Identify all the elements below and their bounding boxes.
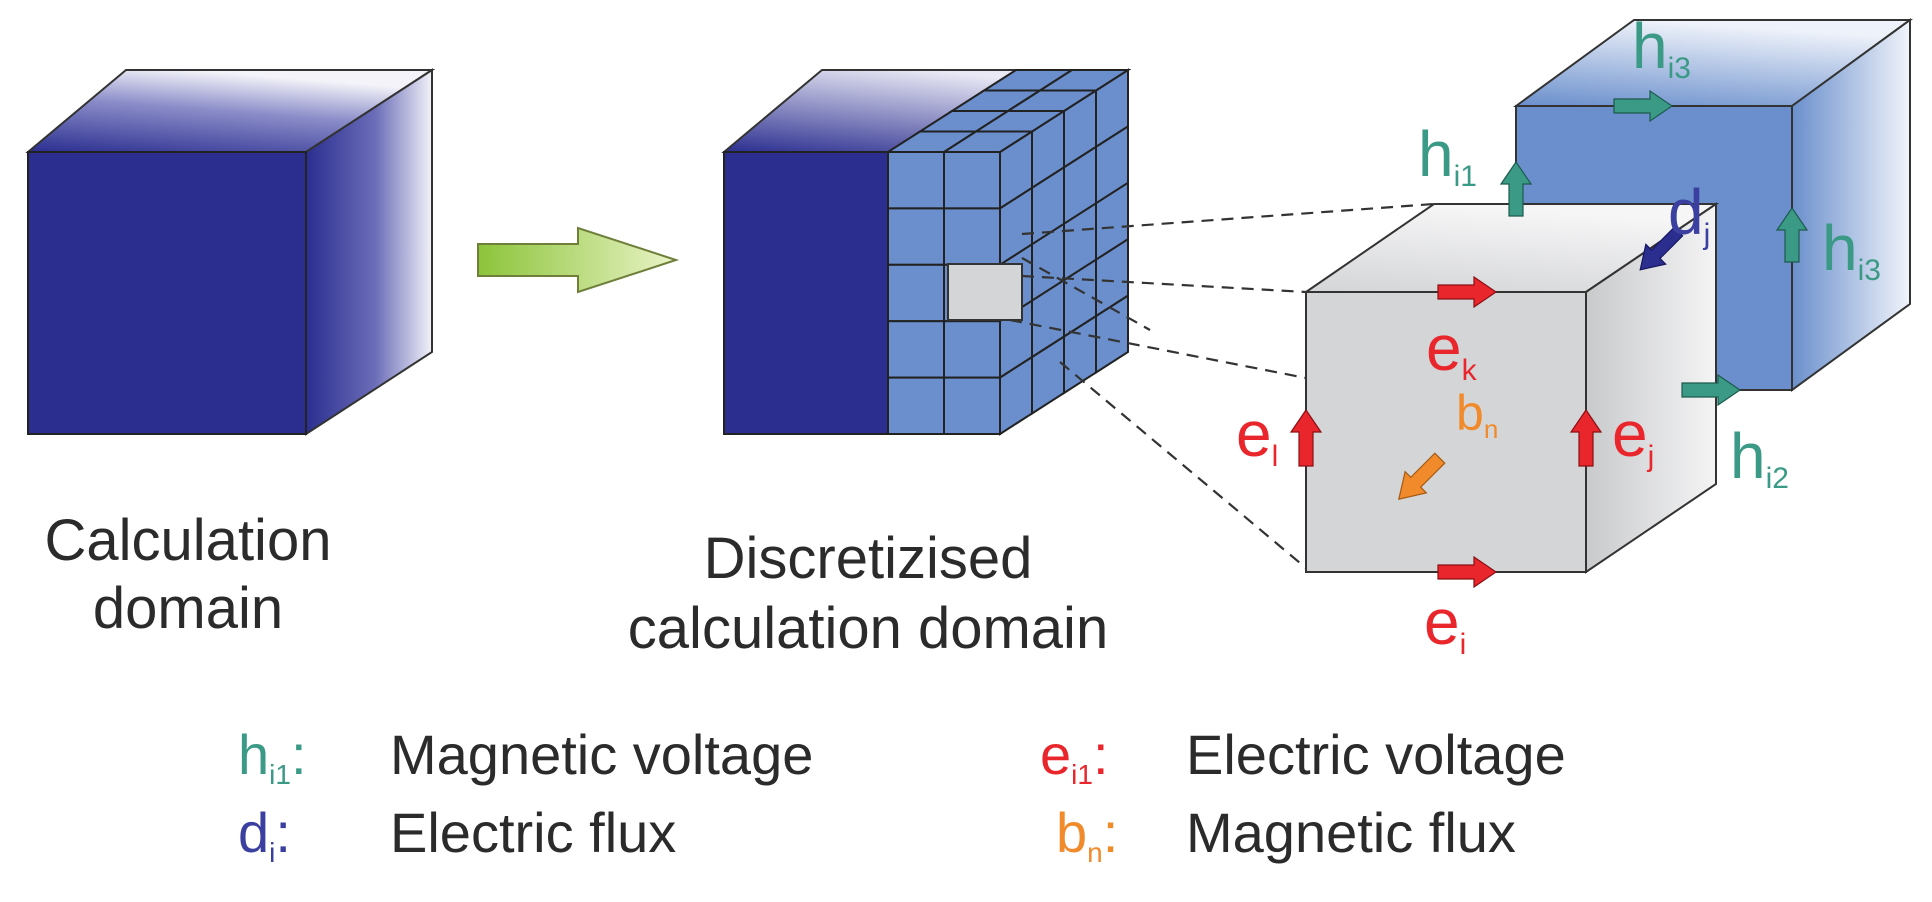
grid-cell bbox=[887, 151, 945, 210]
label-e: e bbox=[1426, 312, 1462, 384]
caption-calc-line2: domain bbox=[93, 576, 283, 641]
label-h: h bbox=[1418, 118, 1454, 190]
svg-text:bn:: bn: bbox=[1056, 801, 1118, 868]
legend-item-magnetic-flux: bn: Magnetic flux bbox=[1056, 801, 1516, 868]
label-sub-j: j bbox=[1647, 440, 1655, 473]
svg-text:ek: ek bbox=[1426, 312, 1478, 387]
svg-text:dj: dj bbox=[1668, 176, 1710, 251]
magnetic-flux-arrow bbox=[1397, 452, 1446, 501]
label-h: h bbox=[1730, 420, 1766, 492]
grid-cell bbox=[887, 207, 945, 266]
cube1-front-face bbox=[27, 151, 307, 435]
legend-colon: : bbox=[275, 801, 291, 864]
caption-disc-line2: calculation domain bbox=[628, 596, 1108, 661]
calculation-domain-cube bbox=[25, 68, 436, 436]
discretized-domain-cube bbox=[721, 68, 1132, 436]
svg-text:hi1:: hi1: bbox=[238, 723, 307, 790]
legend-colon: : bbox=[291, 723, 307, 786]
legend-sub-i: i bbox=[269, 837, 275, 868]
grid-cell bbox=[887, 263, 945, 323]
cell-symbol-labels: hi3 hi1 hi3 hi2 dj ek el ej ei bn bbox=[1236, 10, 1881, 661]
discretization-grid bbox=[884, 68, 1132, 436]
zoom-connectors bbox=[1009, 202, 1435, 569]
label-sub-j: j bbox=[1703, 218, 1711, 251]
grid-cell bbox=[887, 376, 945, 436]
grid-cell bbox=[943, 376, 1001, 436]
arrow-hi3-side bbox=[1775, 206, 1809, 263]
legend-symbol-d: d bbox=[238, 801, 269, 864]
legend: hi1: Magnetic voltage ei1: Electric volt… bbox=[238, 723, 1566, 868]
grid-cell bbox=[943, 207, 1001, 266]
label-e: e bbox=[1424, 586, 1460, 658]
legend-text-magnetic-voltage: Magnetic voltage bbox=[390, 723, 813, 786]
label-sub-k: k bbox=[1462, 354, 1478, 387]
caption-calc-line1: Calculation bbox=[45, 508, 332, 573]
label-e: e bbox=[1236, 398, 1272, 470]
legend-sub-i1: i1 bbox=[1071, 759, 1093, 790]
svg-text:hi3: hi3 bbox=[1822, 212, 1881, 287]
grid-top-cell bbox=[1036, 69, 1132, 92]
magnetic-voltage-arrows bbox=[1499, 89, 1809, 407]
arrow-hi2 bbox=[1681, 373, 1742, 407]
svg-text:hi1: hi1 bbox=[1418, 118, 1477, 193]
legend-sub-n: n bbox=[1087, 837, 1103, 868]
legend-item-magnetic-voltage: hi1: Magnetic voltage bbox=[238, 723, 813, 790]
legend-symbol-e: e bbox=[1040, 723, 1071, 786]
svg-text:ei1:: ei1: bbox=[1040, 723, 1109, 790]
label-h: h bbox=[1822, 212, 1858, 284]
svg-text:di:: di: bbox=[238, 801, 291, 868]
label-e: e bbox=[1612, 398, 1648, 470]
electric-voltage-arrows bbox=[1289, 275, 1603, 589]
label-sub-i3: i3 bbox=[1668, 52, 1691, 85]
cube2-front-solid bbox=[723, 151, 889, 435]
svg-text:bn: bn bbox=[1456, 385, 1498, 444]
label-sub-i3: i3 bbox=[1858, 254, 1881, 287]
grid-side-cell bbox=[1095, 293, 1129, 375]
transition-arrow bbox=[477, 226, 680, 294]
legend-item-electric-flux: di: Electric flux bbox=[238, 801, 676, 868]
label-d: d bbox=[1668, 176, 1704, 248]
label-sub-i2: i2 bbox=[1766, 462, 1789, 495]
grid-cell bbox=[887, 320, 945, 379]
legend-text-magnetic-flux: Magnetic flux bbox=[1186, 801, 1516, 864]
arrow-ej bbox=[1569, 408, 1603, 467]
svg-text:hi3: hi3 bbox=[1632, 10, 1691, 85]
caption-disc-line1: Discretizised bbox=[704, 526, 1033, 591]
arrow-hi1 bbox=[1499, 160, 1533, 217]
legend-colon: : bbox=[1093, 723, 1109, 786]
svg-text:ei: ei bbox=[1424, 586, 1466, 661]
electric-flux-arrow bbox=[1639, 226, 1684, 271]
grid-cell bbox=[943, 151, 1001, 210]
svg-text:el: el bbox=[1236, 398, 1278, 473]
svg-text:ej: ej bbox=[1612, 398, 1654, 473]
arrow-ek bbox=[1437, 275, 1498, 309]
legend-sub-i1: i1 bbox=[269, 759, 291, 790]
svg-text:hi2: hi2 bbox=[1730, 420, 1789, 495]
legend-text-electric-flux: Electric flux bbox=[390, 801, 676, 864]
captions: Calculation domain Discretizised calcula… bbox=[45, 508, 1109, 661]
grid-cell bbox=[943, 320, 1001, 379]
legend-symbol-h: h bbox=[238, 723, 269, 786]
label-h: h bbox=[1632, 10, 1668, 82]
label-b: b bbox=[1456, 385, 1484, 441]
selected-cell bbox=[947, 263, 1023, 321]
legend-symbol-b: b bbox=[1056, 801, 1087, 864]
legend-colon: : bbox=[1103, 801, 1119, 864]
label-sub-i1: i1 bbox=[1454, 160, 1477, 193]
label-sub-n: n bbox=[1484, 414, 1498, 444]
primary-cell-cube bbox=[1302, 202, 1720, 574]
legend-item-electric-voltage: ei1: Electric voltage bbox=[1040, 723, 1566, 790]
label-sub-i: i bbox=[1460, 628, 1467, 661]
arrow-hi3-top bbox=[1613, 89, 1674, 123]
arrow-el bbox=[1289, 408, 1323, 467]
label-sub-l: l bbox=[1272, 440, 1279, 473]
arrow-ei bbox=[1437, 555, 1498, 589]
legend-text-electric-voltage: Electric voltage bbox=[1186, 723, 1566, 786]
